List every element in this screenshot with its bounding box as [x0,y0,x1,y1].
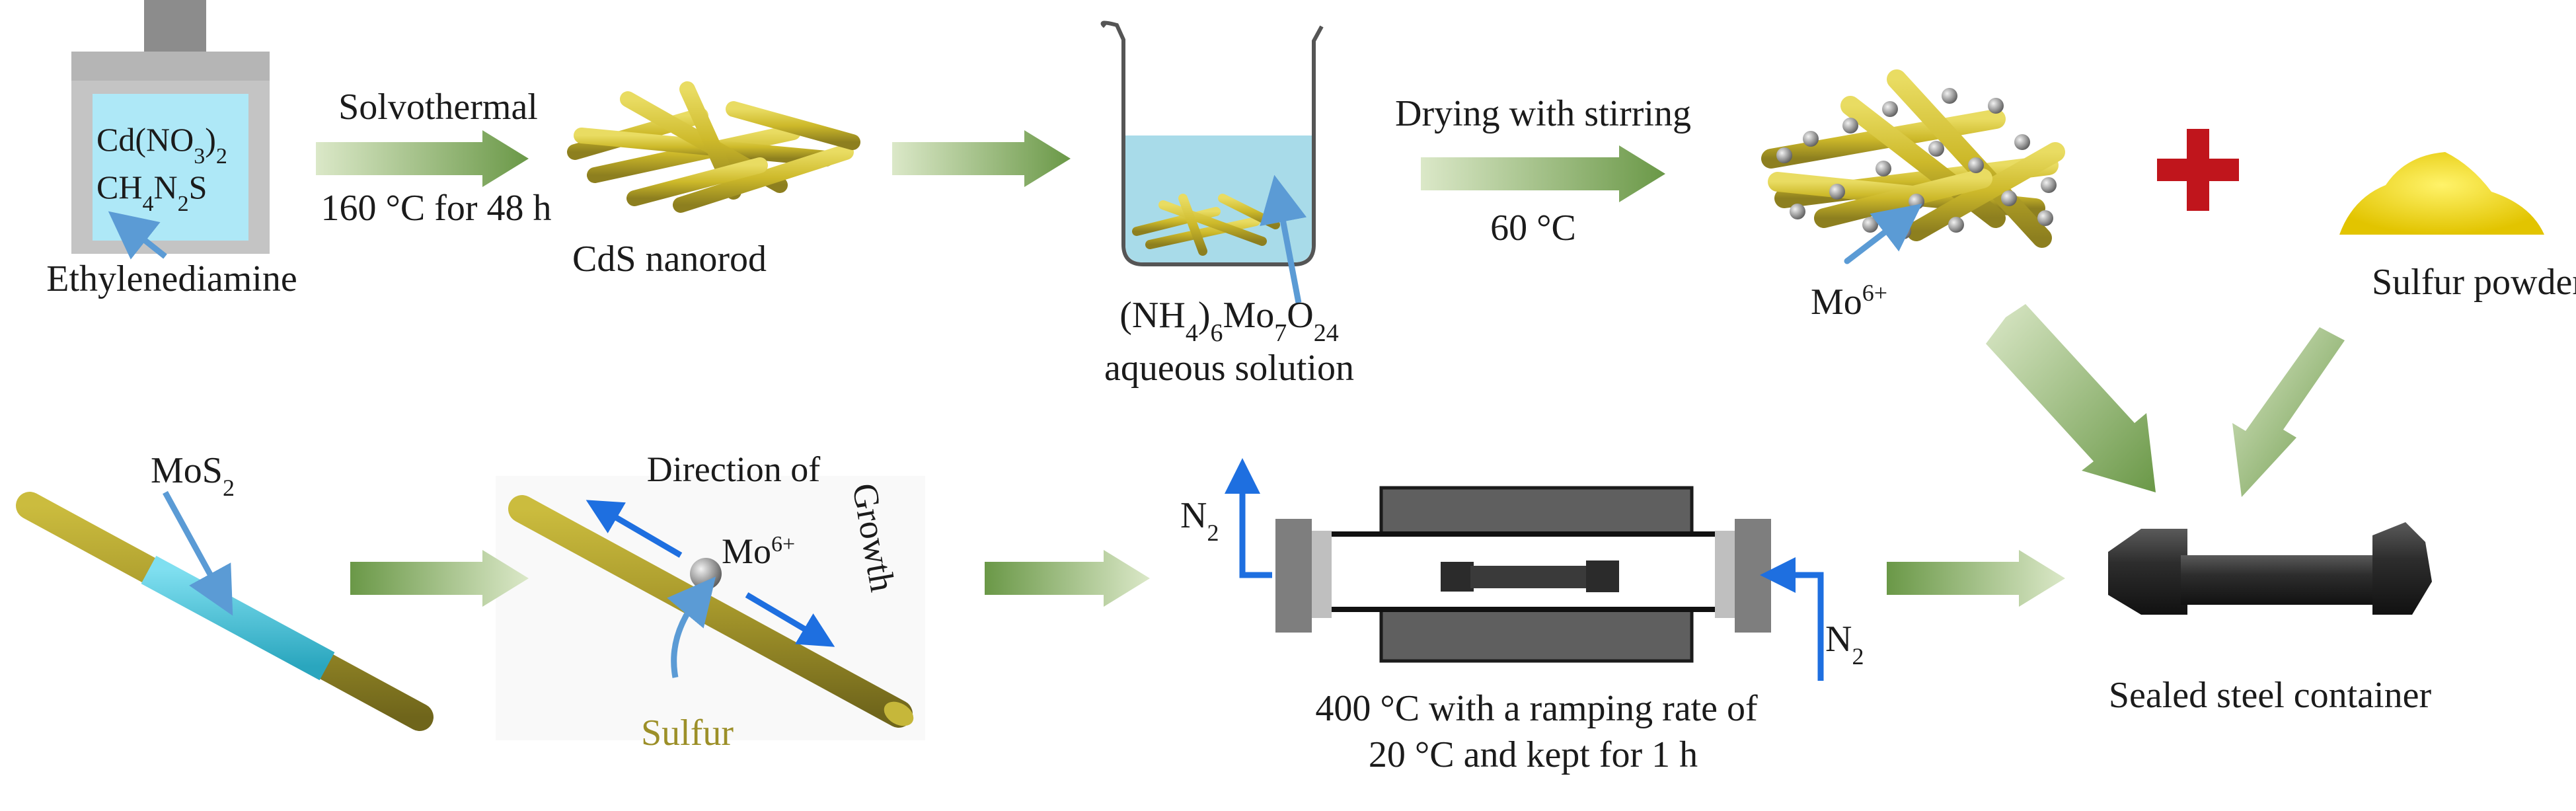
arrow-container-to-furnace [1887,550,2065,607]
reactant-thiourea: CH4N2S [96,169,207,216]
step1-label-bottom: 160 °C for 48 h [321,188,551,229]
growth-mechanism: Mo6+ Direction of Growth Sulfur [496,449,925,753]
n2-outlet-arrow: N2 [1180,458,1272,578]
beaker: (NH4)6Mo7O24 aqueous solution [1100,20,1354,389]
sulfur-pointer [667,576,716,678]
arrow-shape [316,130,529,187]
step3-label-bottom: 60 °C [1490,208,1576,249]
growth-mo-label: Mo6+ [722,531,795,571]
beaker-label-formula: (NH4)6Mo7O24 [1119,295,1338,347]
beaker-outline [1100,20,1324,266]
beaker-pointer [1260,174,1307,303]
arrow-to-beaker [892,130,1071,187]
arrow-solvothermal: Solvothermal 160 °C for 48 h [316,87,552,229]
mos2-label: MoS2 [151,450,235,501]
tube-furnace: N2 N2 400 °C with a ramping rate of 20 °… [1180,458,1864,775]
mos2-pointer [163,490,233,616]
mo-ion-dots [1776,88,2057,239]
autoclave-reactor: Cd(NO3)2 CH4N2S Ethylenediamine [46,0,297,299]
furnace-label-line1: 400 °C with a ramping rate of [1315,688,1758,729]
mo-loaded-nanorods: Mo6+ [1761,69,2065,323]
solvent-label: Ethylenediamine [46,258,297,299]
sulfur-label: Sulfur [641,713,734,753]
solvent-pointer [108,211,167,260]
sealed-steel-container: Sealed steel container [2108,522,2432,716]
furnace-endcap-left [1275,519,1312,633]
step1-label-top: Solvothermal [338,87,538,128]
plus-icon [2157,129,2239,211]
cds-nanorod-bundle: CdS nanorod [567,81,860,280]
direction-label: Direction of [647,449,820,489]
n2-outlet-label: N2 [1180,495,1219,546]
furnace-endcap-right [1735,519,1771,633]
n2-inlet-label: N2 [1825,619,1864,670]
growth-direction-right-arrow [745,592,835,647]
beaker-label-solution: aqueous solution [1104,348,1354,389]
step3-label-top: Drying with stirring [1395,93,1691,134]
sulfur-powder-label: Sulfur powder [2372,262,2576,303]
sulfur-powder-pile: Sulfur powder [2339,152,2576,303]
arrow-shape [1421,145,1665,202]
autoclave-cap [144,0,206,52]
n2-inlet-arrow: N2 [1760,557,1864,681]
growth-direction-left-arrow [586,500,683,558]
mo-ion-label: Mo6+ [1811,280,1887,323]
furnace-label-line2: 20 °C and kept for 1 h [1369,734,1698,775]
reactant-cd-nitrate: Cd(NO3)2 [96,121,227,169]
arrow-mo-to-container [1986,304,2156,492]
arrow-furnace-to-growth [985,550,1150,607]
arrow-growth-to-mos2 [350,550,529,607]
mos2-on-cds-rod: MoS2 [16,450,434,731]
arrow-sulfur-to-container [2232,327,2345,497]
mo-ion-ball [690,558,722,590]
mo-pointer [1844,204,1922,264]
autoclave-lid [71,52,270,81]
mos2-coating [141,555,335,681]
container-in-furnace [1441,560,1619,592]
arrow-drying: Drying with stirring 60 °C [1395,93,1691,249]
cds-nanorod-label: CdS nanorod [572,239,767,280]
container-label: Sealed steel container [2109,675,2432,716]
